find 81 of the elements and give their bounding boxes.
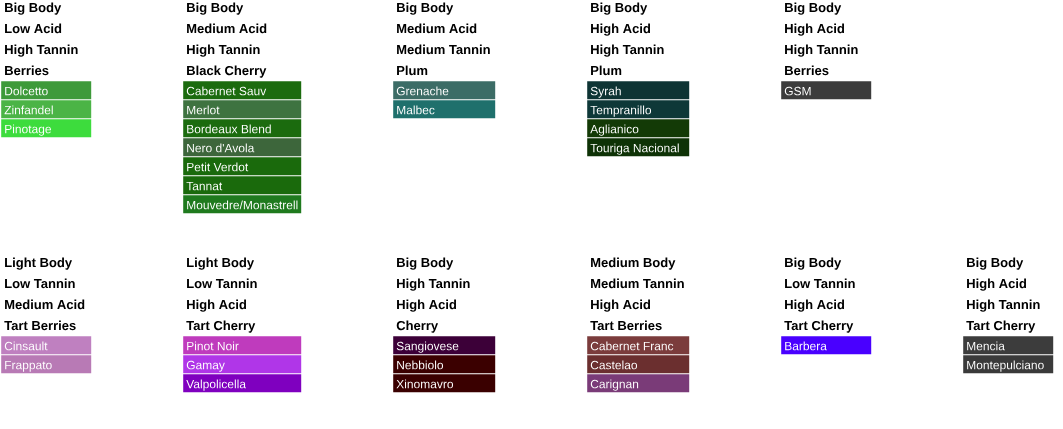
trait-label: Big Body xyxy=(5,2,62,15)
trait-label: Tart Cherry xyxy=(966,320,1036,333)
grape-box: Aglianico xyxy=(587,119,690,138)
trait-label: Low Acid xyxy=(5,23,62,34)
grape-box: Pinot Noir xyxy=(183,336,302,355)
grape-box: Xinomavro xyxy=(393,374,496,393)
grape-box: Montepulciano xyxy=(963,355,1054,374)
node-label: Tempranillo xyxy=(590,105,652,117)
grape-box: Carignan xyxy=(587,374,690,393)
trait-label: High Tannin xyxy=(5,44,78,57)
trait-label: High Acid xyxy=(785,23,844,36)
trait-label: Low Tannin xyxy=(187,278,257,289)
trait-label: Plum xyxy=(397,65,428,76)
trait-label: High Acid xyxy=(591,23,650,36)
grape-box: Grenache xyxy=(393,81,496,100)
trait-label: Big Body xyxy=(397,2,454,15)
grape-box: Zinfandel xyxy=(1,100,92,119)
trait-label: Tart Berries xyxy=(4,320,76,331)
grape-box: Nero d'Avola xyxy=(183,138,302,157)
grape-box: Syrah xyxy=(587,81,690,100)
trait-label: Big Body xyxy=(967,257,1024,270)
trait-label: High Tannin xyxy=(591,44,664,57)
trait-label: Medium Tannin xyxy=(397,44,490,55)
trait-label: High Acid xyxy=(967,278,1026,291)
grape-box: Castelao xyxy=(587,355,690,374)
grape-box: Cinsault xyxy=(1,336,92,355)
trait-label: High Acid xyxy=(397,299,456,312)
grape-box: Petit Verdot xyxy=(183,157,302,176)
node-label: Montepulciano xyxy=(967,360,1044,372)
grape-box: Sangiovese xyxy=(393,336,496,355)
grape-box: Cabernet Sauv xyxy=(183,81,302,100)
trait-label: High Tannin xyxy=(967,299,1040,312)
trait-label: High Tannin xyxy=(785,44,858,57)
node-label: Nebbiolo xyxy=(397,360,444,370)
trait-label: Light Body xyxy=(5,257,72,270)
trait-label: Tart Cherry xyxy=(186,320,256,333)
grape-box: Gamay xyxy=(183,355,302,374)
trait-label: Medium Acid xyxy=(187,23,267,34)
trait-label: High Tannin xyxy=(187,44,260,57)
grape-box: GSM xyxy=(781,81,872,100)
node-label: Tannat xyxy=(186,181,223,191)
trait-label: Tart Berries xyxy=(590,320,662,331)
trait-label: High Tannin xyxy=(397,278,470,291)
trait-label: Medium Body xyxy=(591,257,676,270)
grape-box: Bordeaux Blend xyxy=(183,119,302,138)
grape-box: Pinotage xyxy=(1,119,92,138)
grape-box: Tannat xyxy=(183,176,302,195)
trait-label: Medium Acid xyxy=(397,23,477,34)
trait-label: Big Body xyxy=(785,2,842,15)
grape-box: Dolcetto xyxy=(1,81,92,100)
trait-label: Low Tannin xyxy=(5,278,75,289)
node-label: Syrah xyxy=(590,86,621,98)
trait-label: Big Body xyxy=(397,257,454,270)
trait-label: Cherry xyxy=(396,320,439,333)
trait-label: High Acid xyxy=(591,299,650,312)
node-label: Xinomavro xyxy=(396,379,454,389)
trait-label: Black Cherry xyxy=(187,65,267,78)
grape-box: Merlot xyxy=(183,100,302,119)
trait-label: Big Body xyxy=(591,2,648,15)
grape-box: Cabernet Franc xyxy=(587,336,690,355)
trait-label: Plum xyxy=(591,65,622,76)
grape-box: Barbera xyxy=(781,336,872,355)
trait-label: Medium Tannin xyxy=(591,278,684,289)
grape-box: Mencia xyxy=(963,336,1054,355)
grape-box: Valpolicella xyxy=(183,374,302,393)
trait-label: Light Body xyxy=(187,257,254,270)
node-label: Petit Verdot xyxy=(187,162,249,172)
grape-box: Tempranillo xyxy=(587,100,690,119)
grape-box: Touriga Nacional xyxy=(587,138,690,157)
trait-label: Big Body xyxy=(187,2,244,15)
grape-box: Frappato xyxy=(1,355,92,374)
trait-label: High Acid xyxy=(785,299,844,312)
trait-label: Berries xyxy=(5,65,49,76)
trait-label: Low Tannin xyxy=(785,278,855,289)
grape-box: Mouvedre/Monastrell xyxy=(183,195,302,214)
grape-box: Nebbiolo xyxy=(393,355,496,374)
trait-label: Big Body xyxy=(785,257,842,270)
trait-label: Medium Acid xyxy=(5,299,85,310)
trait-label: High Acid xyxy=(187,299,246,312)
grape-box: Malbec xyxy=(393,100,496,119)
node-label: Mencia xyxy=(967,341,1005,351)
